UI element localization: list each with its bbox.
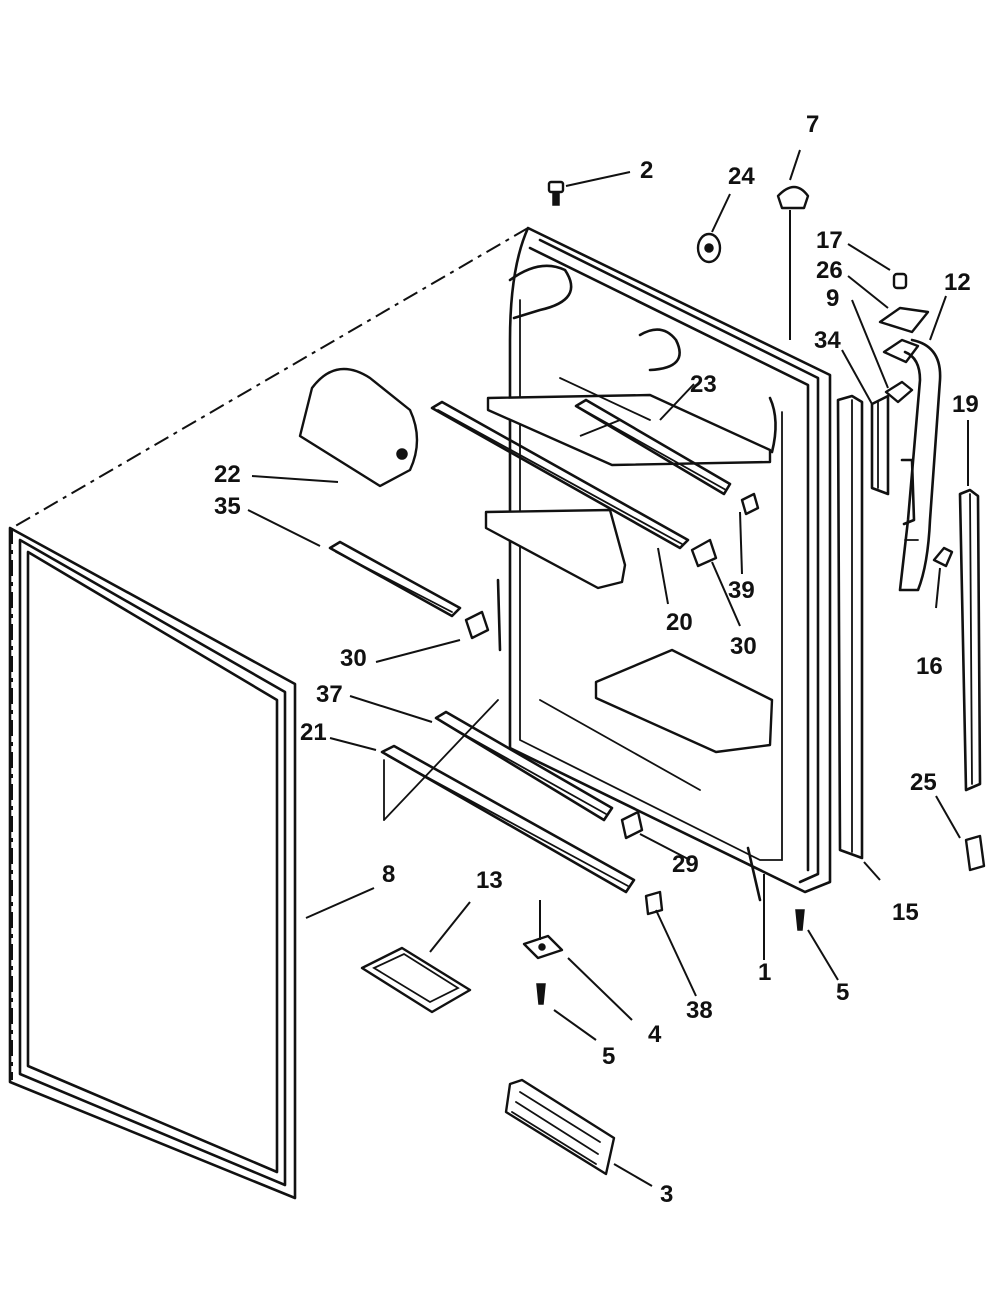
cabinet-outline [11, 227, 529, 1080]
callout-5-lower: 5 [602, 1043, 615, 1070]
rail-37 [434, 710, 614, 822]
door-panel [8, 526, 297, 1200]
callout-16: 16 [916, 653, 943, 680]
hinge-assembly [878, 272, 930, 404]
trim-19 [958, 488, 982, 792]
screw-2 [547, 180, 565, 206]
leader-lines [247, 149, 969, 1187]
callout-37: 37 [316, 681, 343, 708]
screw-16 [932, 546, 954, 568]
callout-30-left: 30 [340, 645, 367, 672]
callout-24: 24 [728, 163, 755, 190]
clip-25 [964, 834, 986, 872]
door-handle [898, 338, 942, 592]
rail-21 [380, 699, 636, 894]
callout-19: 19 [952, 391, 979, 418]
callout-30-right: 30 [730, 633, 757, 660]
screw-5-right [795, 909, 805, 931]
clip-29 [620, 810, 644, 840]
callout-1: 1 [758, 959, 771, 986]
clip-39 [740, 492, 760, 516]
callout-8: 8 [382, 861, 395, 888]
callout-29: 29 [672, 851, 699, 878]
crisper-cover [298, 367, 419, 488]
callout-12: 12 [944, 269, 971, 296]
clip-30-left [464, 610, 490, 640]
trim-strip-15 [836, 394, 864, 860]
callout-15: 15 [892, 899, 919, 926]
callout-34: 34 [814, 327, 841, 354]
tray-13 [360, 946, 472, 1014]
rail-20 [430, 400, 690, 550]
callout-23: 23 [690, 371, 717, 398]
callout-35: 35 [214, 493, 241, 520]
cap-24 [696, 232, 722, 264]
callout-38: 38 [686, 997, 713, 1024]
callout-5-right: 5 [836, 979, 849, 1006]
callout-4: 4 [648, 1021, 662, 1048]
trim-strip-34 [870, 394, 890, 496]
callout-3: 3 [660, 1181, 673, 1208]
screw-5-lower [536, 983, 546, 1005]
callout-7: 7 [806, 111, 819, 138]
callout-labels: 2 24 7 17 26 12 9 34 19 23 22 35 39 20 3… [214, 111, 979, 1208]
cabinet-liner [484, 226, 832, 902]
callout-2: 2 [640, 157, 653, 184]
grille-3 [504, 1078, 616, 1176]
callout-17: 17 [816, 227, 843, 254]
bracket-4 [522, 934, 564, 960]
clip-38 [644, 890, 664, 916]
callout-25: 25 [910, 769, 937, 796]
cap-7 [776, 185, 810, 210]
callout-21: 21 [300, 719, 327, 746]
callout-20: 20 [666, 609, 693, 636]
callout-26: 26 [816, 257, 843, 284]
callout-13: 13 [476, 867, 503, 894]
callout-22: 22 [214, 461, 241, 488]
rail-23 [574, 398, 732, 496]
callout-39: 39 [728, 577, 755, 604]
clip-30-right [690, 538, 718, 568]
callout-9: 9 [826, 285, 839, 312]
rail-35 [328, 540, 462, 618]
